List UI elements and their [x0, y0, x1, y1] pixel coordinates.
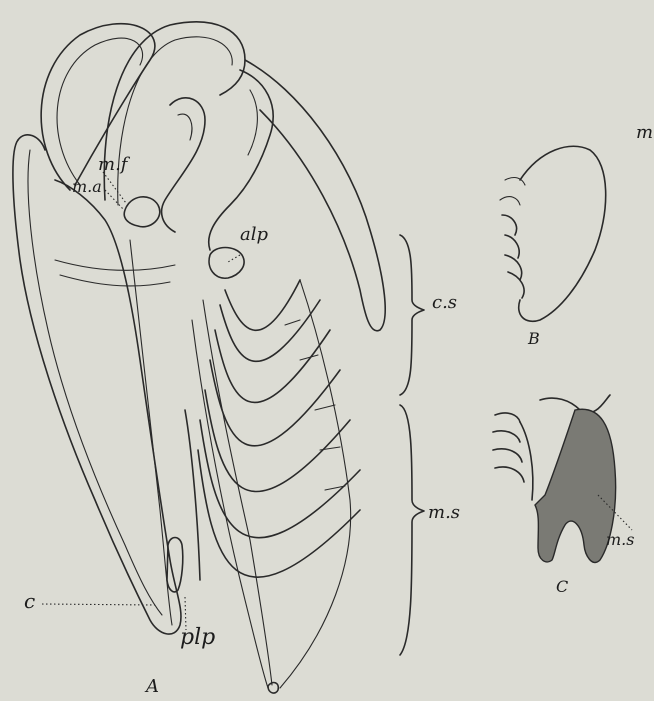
label-figure-b: B [527, 329, 540, 348]
arch-front-line [280, 280, 351, 688]
figure-a-drawing [13, 22, 424, 693]
jaw-plate-inner [28, 150, 162, 615]
posterior-rod [185, 410, 200, 580]
figure-b-drawing [500, 146, 606, 321]
arch-7 [198, 450, 360, 577]
figure-c-shaded-element [535, 409, 616, 562]
leader-mf [103, 172, 126, 203]
figure-b-ridge-3 [502, 215, 517, 235]
jaw-top [18, 135, 45, 150]
column-top [209, 70, 273, 250]
arch-4 [210, 360, 340, 446]
arch-1 [225, 280, 300, 330]
label-c: c [24, 589, 35, 613]
label-ms-c: m.s [606, 530, 634, 549]
figure-c-ridge-4 [495, 467, 524, 482]
branchial-arch-series [192, 280, 360, 693]
figure-b-ridge-2 [500, 197, 520, 205]
figure-c-ridge-2 [493, 431, 520, 442]
label-figure-a: A [144, 676, 159, 697]
label-plp: plp [180, 625, 215, 650]
arch-terminal [268, 683, 278, 694]
jaw-ridge-1 [55, 260, 175, 270]
tooth-1 [285, 320, 300, 325]
alp-process [209, 248, 244, 279]
label-ma: m.a [72, 177, 102, 196]
label-mf: m.f [98, 154, 131, 175]
leader-alp [228, 255, 240, 262]
jaw-ridge-2 [60, 275, 170, 286]
tooth-4 [320, 447, 340, 450]
hyoid-inner [178, 114, 192, 140]
column-top-inner [248, 90, 257, 155]
arch-loop-right-inner [118, 37, 233, 205]
label-m-edge: m [636, 122, 653, 143]
leader-ma [105, 190, 124, 210]
jaw-plate [13, 140, 181, 634]
figure-b-outline [519, 146, 606, 321]
arch-2 [220, 300, 320, 361]
figure-b-ridge-4 [505, 235, 519, 258]
brace-cs [400, 235, 424, 395]
label-ms-main: m.s [428, 502, 460, 523]
arch-6 [200, 420, 360, 538]
arch-5 [205, 390, 350, 492]
figure-b-ridge-5 [505, 255, 522, 280]
articulation-bone [124, 197, 160, 227]
figure-c-ridge-1 [495, 413, 520, 422]
label-alp: alp [240, 224, 268, 245]
long-curved-rod [245, 60, 385, 331]
figure-b-ridge-1 [505, 178, 525, 185]
figure-c-ridge-3 [493, 449, 522, 462]
tooth-3 [315, 405, 335, 410]
brace-ms [400, 405, 424, 655]
hyoid-element [162, 98, 205, 232]
leader-c [42, 604, 155, 605]
central-rod [130, 240, 172, 625]
label-figure-c: C [556, 577, 568, 596]
label-cs: c.s [432, 292, 457, 313]
